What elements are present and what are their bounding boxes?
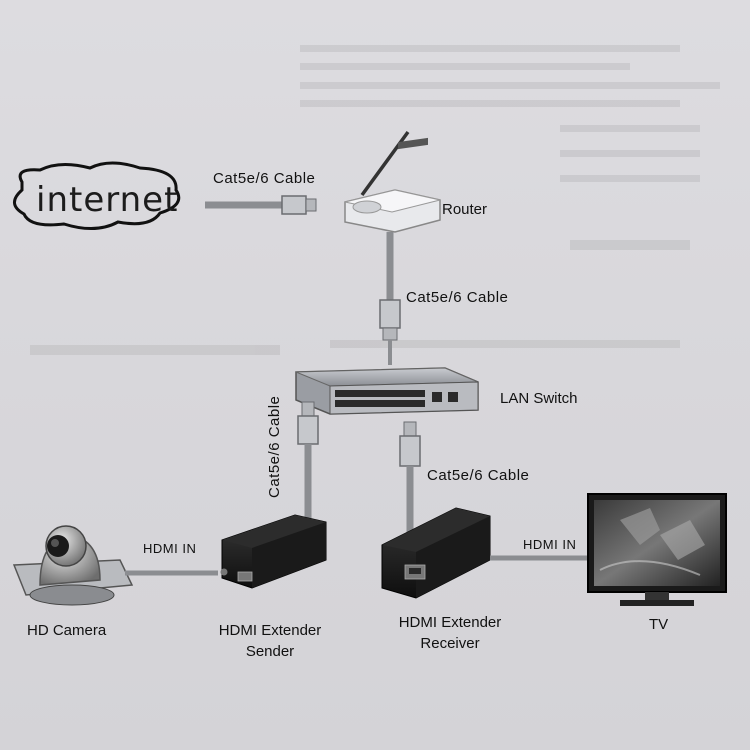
tv-label: TV: [649, 616, 669, 633]
router-label: Router: [442, 201, 488, 218]
cable-switch-sender: [297, 401, 319, 520]
background-print-through: [30, 45, 720, 355]
internet-cloud-icon: [13, 161, 181, 230]
cable-internet-router: [205, 195, 317, 215]
receiver-label: HDMI Extender Receiver: [385, 612, 515, 654]
hdmi-label-camera: HDMI IN: [143, 541, 197, 556]
sender-label-line2: Sender: [245, 643, 295, 660]
tv-icon: [587, 493, 727, 606]
hd-camera-icon: [12, 525, 134, 606]
internet-label: internet: [36, 180, 179, 220]
camera-label: HD Camera: [27, 622, 107, 639]
cable-switch-receiver: [399, 421, 421, 532]
cable-label-router-switch: Cat5e/6 Cable: [406, 289, 509, 306]
receiver-label-line2: Receiver: [420, 635, 480, 652]
cable-label-internet-router: Cat5e/6 Cable: [213, 170, 316, 187]
cable-label-switch-receiver: Cat5e/6 Cable: [427, 467, 530, 484]
sender-label-line1: HDMI Extender: [218, 622, 322, 639]
receiver-label-line1: HDMI Extender: [398, 614, 502, 631]
lan-switch-label: LAN Switch: [500, 390, 578, 407]
hdmi-sender-box-icon: [220, 514, 327, 589]
sender-label: HDMI Extender Sender: [205, 620, 335, 662]
cable-router-switch: [379, 232, 401, 365]
hdmi-label-tv: HDMI IN: [523, 537, 577, 552]
cable-label-switch-sender: Cat5e/6 Cable: [266, 395, 283, 498]
router-icon: [344, 130, 441, 233]
lan-switch-icon: [295, 367, 479, 415]
hdmi-receiver-box-icon: [381, 507, 491, 599]
